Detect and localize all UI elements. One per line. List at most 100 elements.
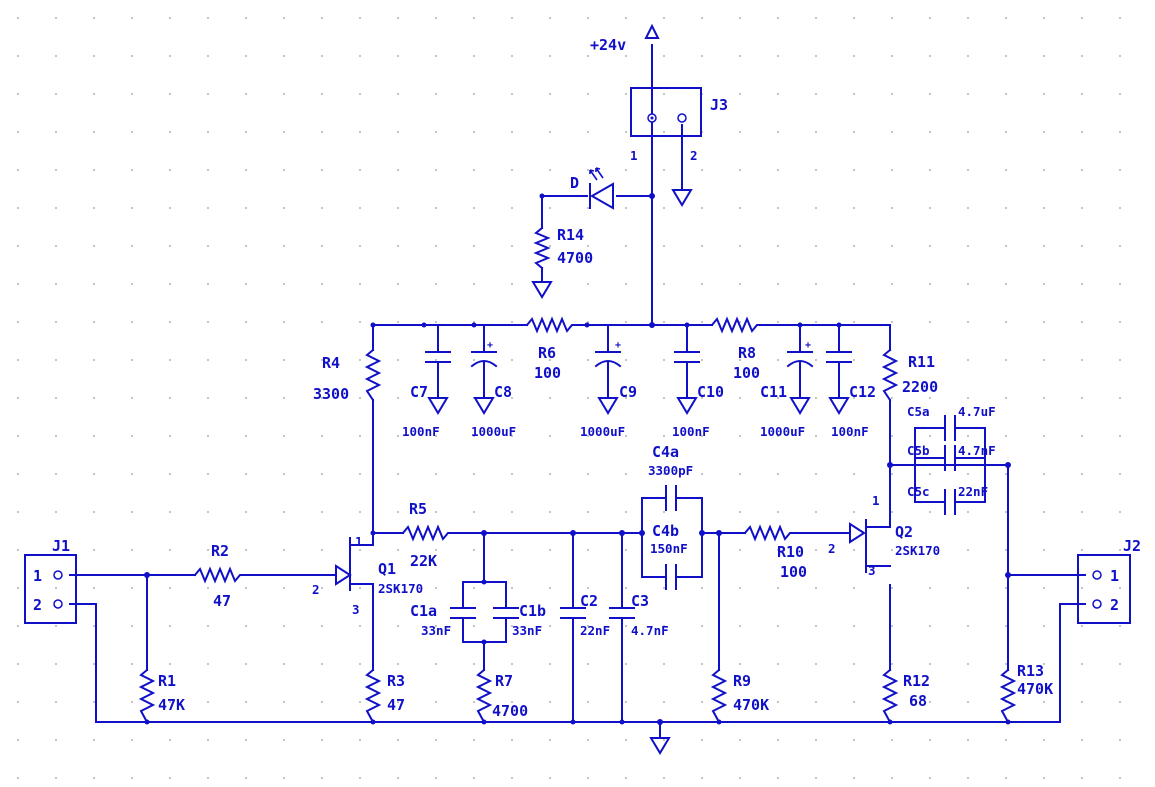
grid-dot (131, 473, 133, 475)
grid-dot (891, 549, 893, 551)
grid-dot (587, 777, 589, 779)
grid-dot (1119, 283, 1121, 285)
grid-dot (549, 55, 551, 57)
grid-dot (473, 55, 475, 57)
grid-dot (435, 663, 437, 665)
r8-label: R8 (738, 344, 756, 362)
c9-polarity: + (615, 340, 621, 351)
grid-dot (777, 93, 779, 95)
grid-dot (1081, 283, 1083, 285)
q1-pin-s: 3 (352, 602, 360, 617)
grid-dot (1043, 207, 1045, 209)
capacitor-c1b (493, 607, 519, 619)
grid-dot (929, 131, 931, 133)
grid-dot (1119, 17, 1121, 19)
grid-dot (245, 283, 247, 285)
grid-dot (701, 359, 703, 361)
grid-dot (1081, 777, 1083, 779)
grid-dot (131, 55, 133, 57)
grid-dot (511, 739, 513, 741)
grid-dot (321, 207, 323, 209)
c4b-value: 150nF (650, 541, 688, 556)
grid-dot (815, 435, 817, 437)
grid-dot (587, 283, 589, 285)
grid-dot (701, 55, 703, 57)
grid-dot (777, 777, 779, 779)
r12-value: 68 (909, 692, 927, 710)
c1a-value: 33nF (421, 623, 451, 638)
grid-dot (397, 739, 399, 741)
c8-label: C8 (494, 383, 512, 401)
grid-dot (245, 701, 247, 703)
grid-dot (131, 17, 133, 19)
c10-label: C10 (697, 383, 724, 401)
grid-dot (245, 549, 247, 551)
grid-dot (815, 739, 817, 741)
grid-dot (663, 739, 665, 741)
grid-dot (131, 283, 133, 285)
grid-dot (1119, 549, 1121, 551)
wires (69, 44, 1086, 739)
grid-dot (359, 131, 361, 133)
resistor-r1 (138, 668, 156, 724)
junction-dots (144, 193, 1011, 725)
j2-label: J2 (1123, 537, 1141, 555)
grid-dot (853, 511, 855, 513)
grid-dot (207, 55, 209, 57)
grid-dots (17, 17, 1121, 779)
grid-dot (359, 739, 361, 741)
grid-dot (739, 435, 741, 437)
resistor-r2 (193, 566, 246, 584)
grid-dot (245, 663, 247, 665)
grid-dot (283, 777, 285, 779)
grid-dot (587, 701, 589, 703)
grid-dot (815, 169, 817, 171)
grid-dot (93, 587, 95, 589)
grid-dot (169, 169, 171, 171)
grid-dot (93, 701, 95, 703)
grid-dot (283, 283, 285, 285)
grid-dot (701, 701, 703, 703)
grid-dot (777, 169, 779, 171)
grid-dot (967, 245, 969, 247)
grid-dot (245, 473, 247, 475)
grid-dot (1119, 131, 1121, 133)
grid-dot (1043, 93, 1045, 95)
grid-dot (245, 587, 247, 589)
grid-dot (131, 777, 133, 779)
resistor-r11 (881, 348, 899, 402)
grid-dot (169, 321, 171, 323)
grid-dot (435, 321, 437, 323)
grid-dot (131, 321, 133, 323)
grid-dot (93, 625, 95, 627)
grid-dot (93, 169, 95, 171)
grid-dot (1043, 169, 1045, 171)
grid-dot (359, 207, 361, 209)
capacitor-c4b (665, 564, 677, 590)
grid-dot (207, 359, 209, 361)
grid-dot (321, 93, 323, 95)
connector-j2 (1077, 554, 1131, 624)
grid-dot (169, 511, 171, 513)
resistor-r4 (364, 348, 382, 402)
grid-dot (131, 359, 133, 361)
grid-dot (891, 397, 893, 399)
grid-dot (397, 321, 399, 323)
grid-dot (169, 283, 171, 285)
grid-dot (853, 93, 855, 95)
capacitor-c7 (425, 351, 451, 363)
grid-dot (207, 739, 209, 741)
grid-dot (815, 245, 817, 247)
grid-dot (929, 701, 931, 703)
grid-dot (587, 17, 589, 19)
grid-dot (625, 397, 627, 399)
grid-dot (55, 397, 57, 399)
grid-dot (929, 321, 931, 323)
grid-dot (1005, 169, 1007, 171)
grid-dot (739, 587, 741, 589)
grid-dot (283, 207, 285, 209)
r14-value: 4700 (557, 249, 593, 267)
grid-dot (587, 473, 589, 475)
grid-dot (891, 169, 893, 171)
grid-dot (321, 739, 323, 741)
